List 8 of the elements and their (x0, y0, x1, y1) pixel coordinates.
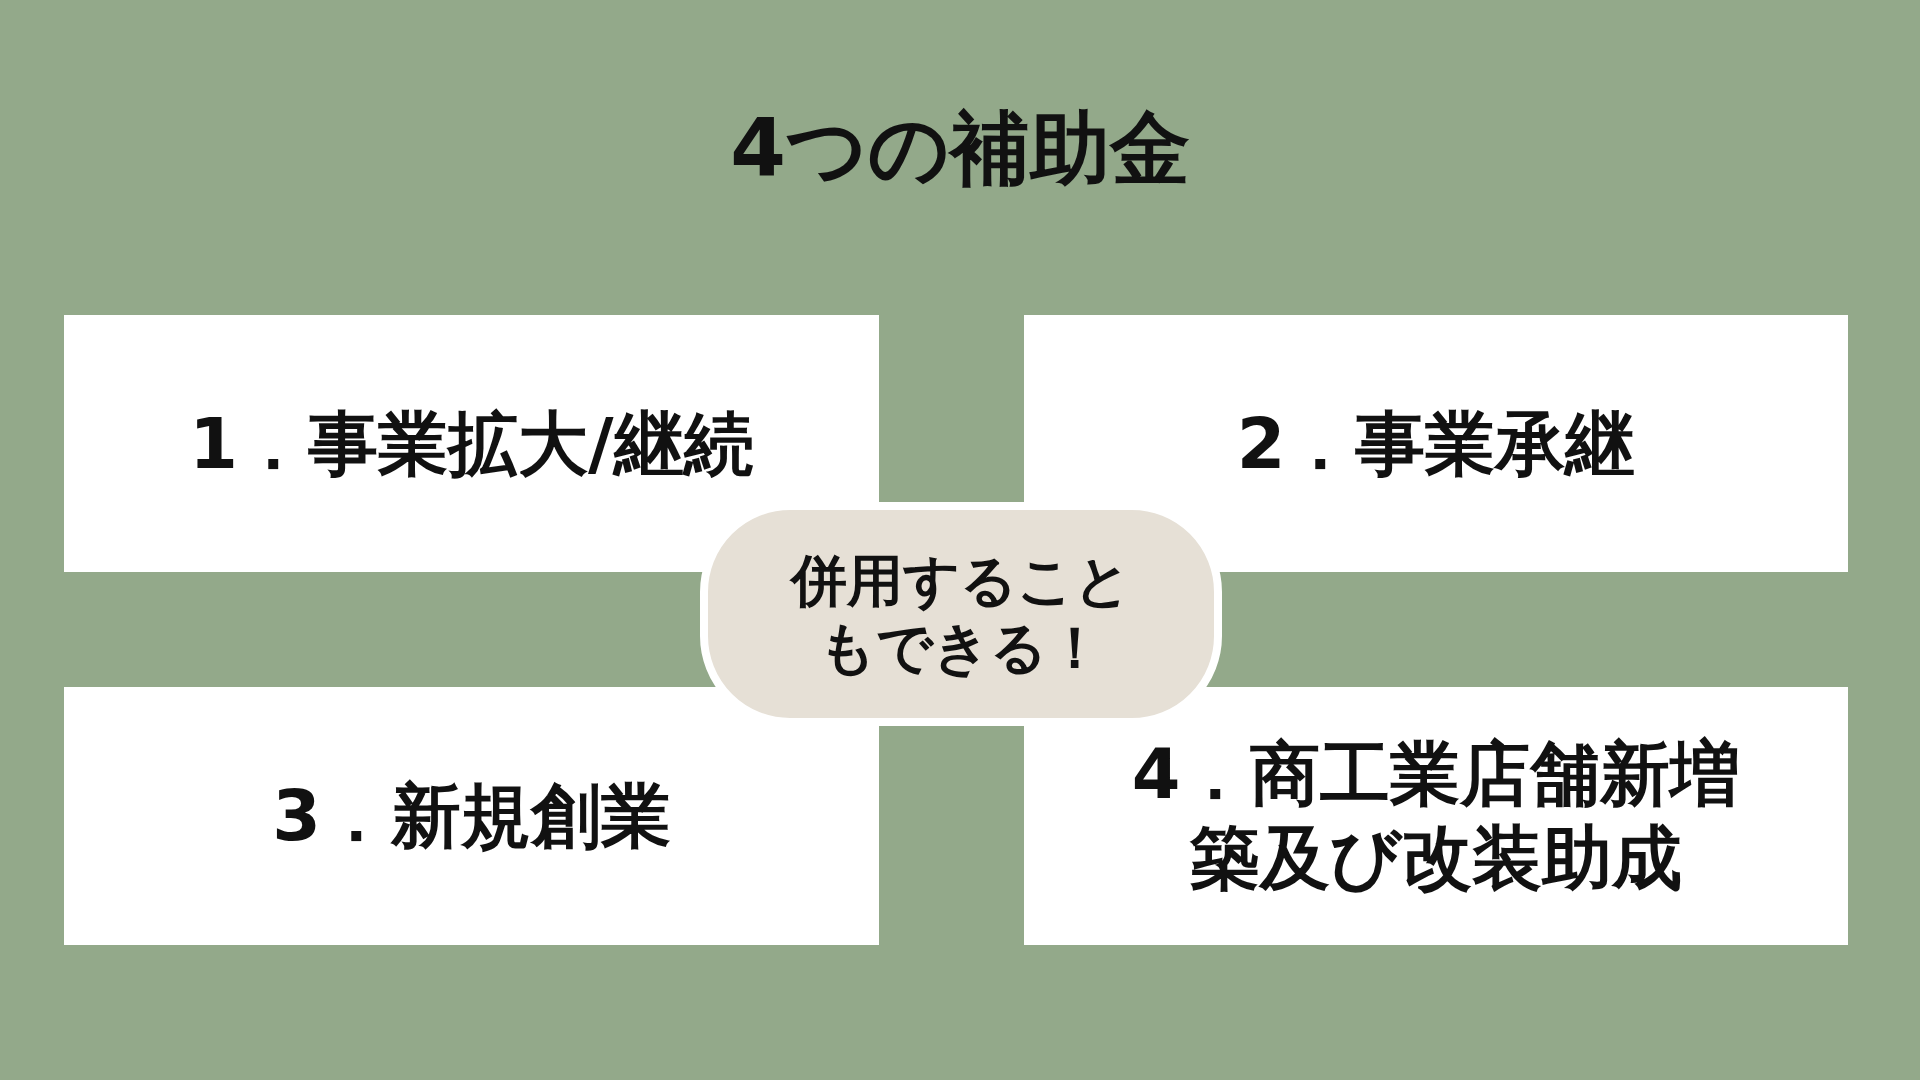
card-text: 4．商工業店舗新増築及び改装助成 (1130, 732, 1742, 900)
card-text: 3．新規創業 (272, 774, 671, 858)
callout-text: 併用することもできる！ (788, 546, 1132, 682)
text-card (1024, 687, 1848, 945)
title: 4つの補助金 (729, 105, 1191, 193)
text-card (64, 687, 879, 945)
card-text: 1．事業拡大/継続 (189, 401, 754, 486)
card-text: 2．事業承継 (1236, 401, 1636, 486)
